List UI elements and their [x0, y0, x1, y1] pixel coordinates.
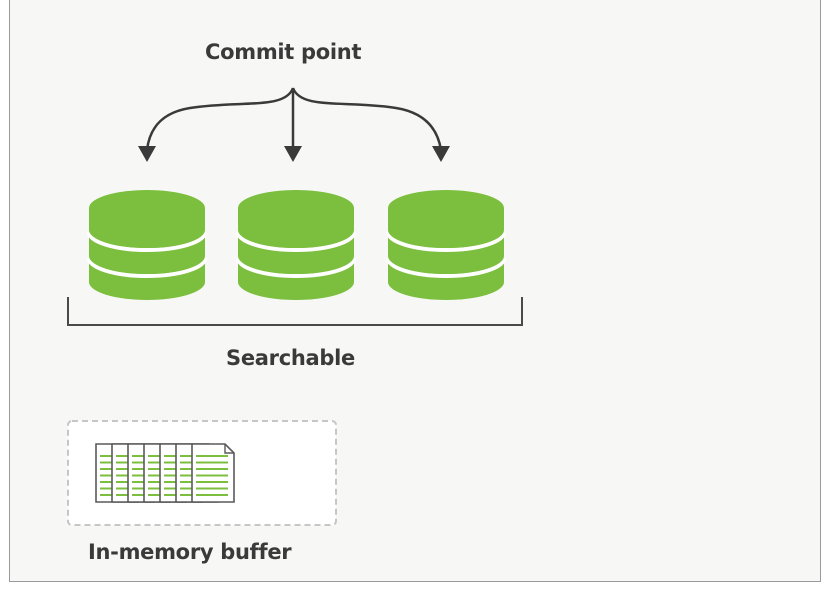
arrowhead-left: [138, 146, 156, 162]
searchable-bracket: [67, 297, 523, 326]
segments-group: [87, 190, 506, 300]
buffer-documents: [95, 443, 235, 503]
document-icon: [191, 443, 235, 503]
arrow-left: [145, 87, 295, 151]
segment-separator: [87, 231, 207, 252]
searchable-label: Searchable: [226, 346, 355, 370]
arrowhead-center: [284, 146, 302, 162]
segment-separator: [236, 231, 356, 252]
commit-point-label: Commit point: [205, 40, 362, 64]
segment-cylinder: [236, 190, 356, 300]
in-memory-buffer-label: In-memory buffer: [88, 540, 292, 564]
segment-disc: [388, 190, 504, 248]
segment-separator: [386, 257, 506, 278]
segment-cylinder: [386, 190, 506, 300]
arrow-right: [291, 87, 443, 151]
arrowhead-right: [432, 146, 450, 162]
segment-disc: [89, 190, 205, 248]
commit-arrows: [138, 87, 450, 162]
segment-separator: [87, 257, 207, 278]
segment-disc: [238, 190, 354, 248]
segment-cylinder: [87, 190, 207, 300]
segment-separator: [236, 257, 356, 278]
segment-separator: [386, 231, 506, 252]
